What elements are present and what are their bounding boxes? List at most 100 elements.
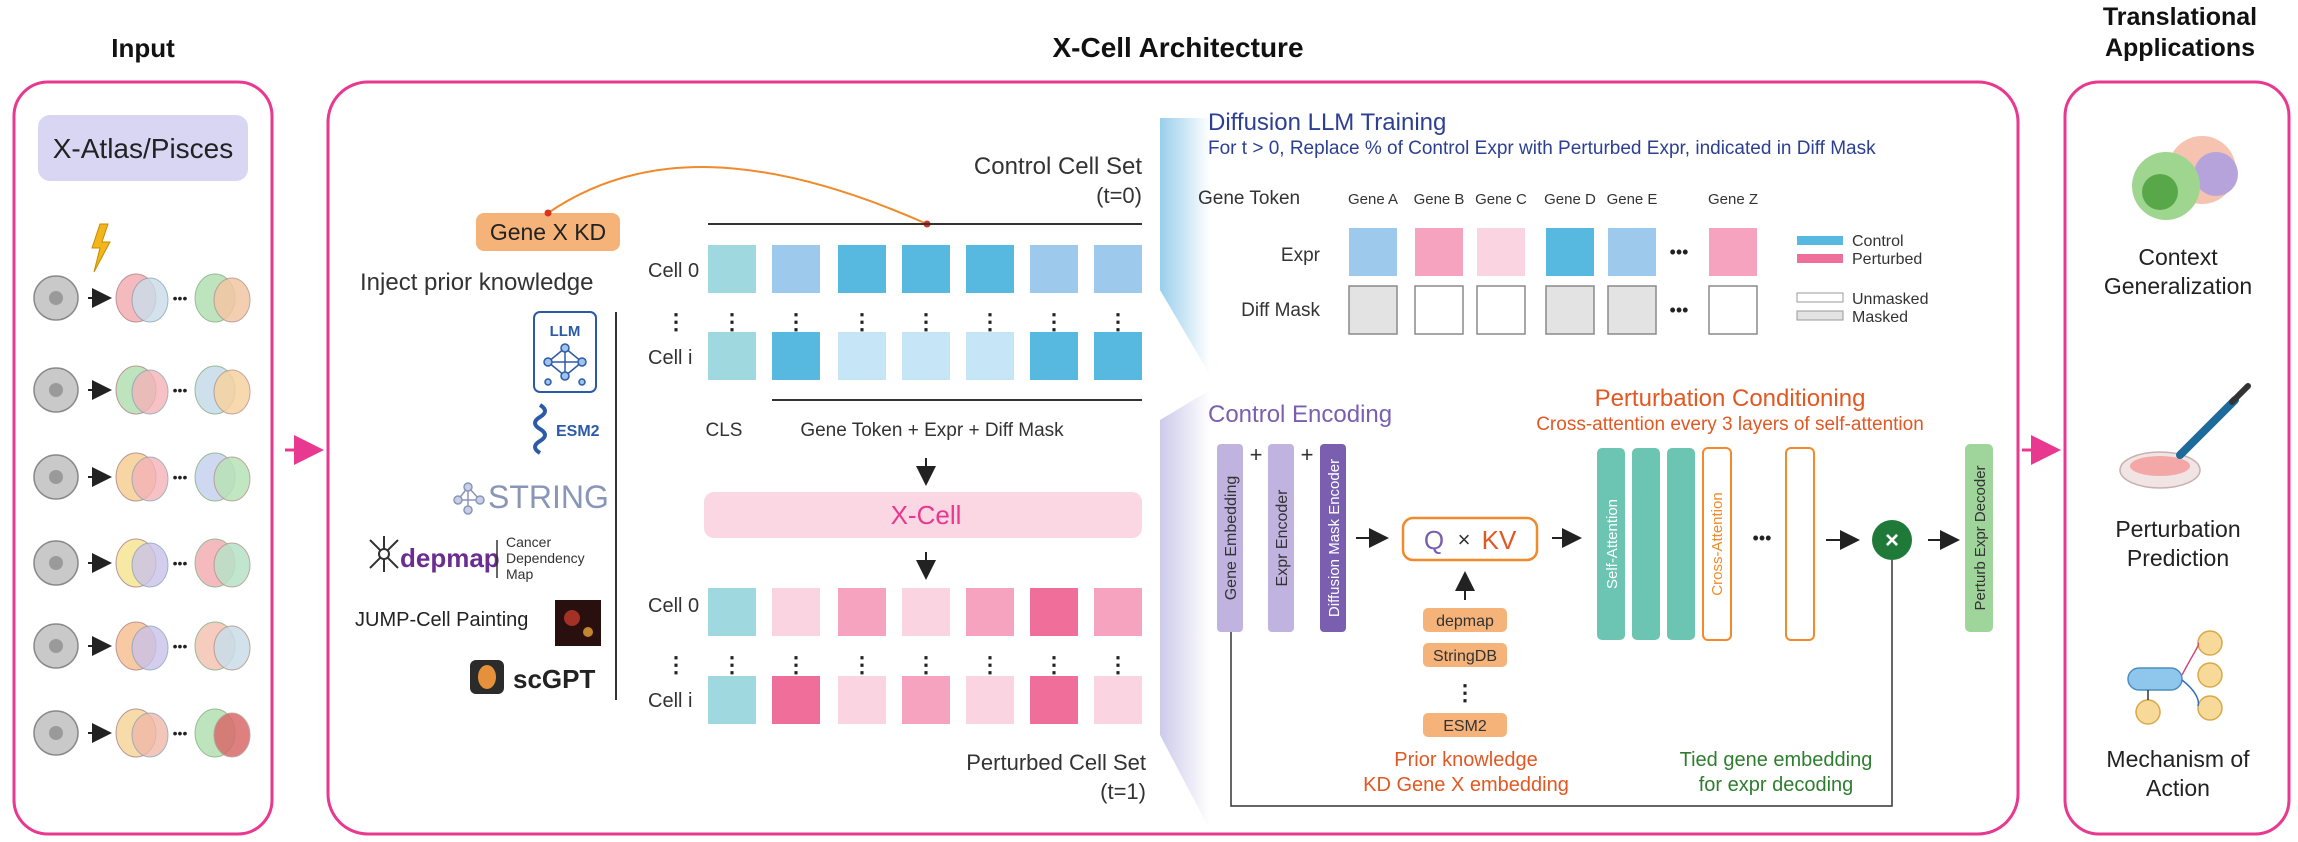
qkv-box bbox=[1401, 516, 1539, 562]
kd-link-start bbox=[544, 209, 552, 217]
perturbed-cell-shape bbox=[213, 542, 251, 588]
control-celli-square bbox=[966, 332, 1014, 380]
legend-masked: Masked bbox=[1852, 309, 1908, 326]
mask-square bbox=[1545, 285, 1595, 335]
depmap-label: depmap bbox=[400, 543, 500, 573]
gene-header: Gene E bbox=[1607, 191, 1658, 208]
expr-square bbox=[1349, 228, 1397, 276]
llm-box bbox=[533, 311, 597, 393]
diff-mask-label: Diff Mask bbox=[1241, 300, 1320, 321]
input-row-ellipsis: ••• bbox=[173, 725, 188, 741]
gene-header: Gene B bbox=[1414, 191, 1465, 208]
control-vdots: ⋮ bbox=[721, 309, 743, 334]
jump-image-spot-2 bbox=[583, 627, 593, 637]
funnel-top bbox=[1160, 118, 1210, 375]
control-vdots: ⋮ bbox=[1107, 309, 1129, 334]
esm2-label: ESM2 bbox=[556, 423, 600, 440]
control-cell0-square bbox=[966, 245, 1014, 293]
control-celli-label: Cell i bbox=[648, 347, 692, 369]
control-celli-square bbox=[838, 332, 886, 380]
input-row-ellipsis: ••• bbox=[173, 382, 188, 398]
perturbed-cell-shape bbox=[131, 456, 169, 502]
prior-depmap: depmap bbox=[1436, 613, 1494, 630]
diff-mask-encoder-block bbox=[1320, 444, 1346, 632]
mask-ellipsis: ••• bbox=[1670, 300, 1689, 320]
perturbed-cell0-square bbox=[838, 588, 886, 636]
perturbed-cell-shape bbox=[131, 542, 169, 588]
perturbed-cell-shape bbox=[131, 369, 169, 415]
gene-embedding-label: Gene Embedding bbox=[1223, 476, 1240, 601]
depmap-desc-2: Dependency bbox=[506, 550, 585, 566]
control-label-vdots: ⋮ bbox=[665, 309, 687, 334]
perturbed-vdots: ⋮ bbox=[1043, 652, 1065, 677]
jump-label: JUMP-Cell Painting bbox=[355, 609, 528, 631]
mask-square bbox=[1476, 285, 1526, 335]
arch-title: X-Cell Architecture bbox=[1052, 32, 1303, 63]
cross-attention-block bbox=[1702, 447, 1732, 641]
plus-2: + bbox=[1301, 442, 1314, 467]
app-1-label-2: Generalization bbox=[2104, 273, 2252, 299]
plus-1: + bbox=[1250, 442, 1263, 467]
prior-stringdb: StringDB bbox=[1433, 648, 1497, 665]
conditioning-subtitle: Cross-attention every 3 layers of self-a… bbox=[1536, 414, 1924, 435]
perturbed-t1: (t=1) bbox=[1100, 779, 1146, 804]
perturbed-cell-shape bbox=[213, 369, 251, 415]
depmap-desc-3: Map bbox=[506, 566, 533, 582]
perturbed-cell-shape bbox=[213, 456, 251, 502]
perturbed-vdots: ⋮ bbox=[851, 652, 873, 677]
gene-token-label: Gene Token bbox=[1198, 188, 1300, 209]
control-cell-nucleus bbox=[49, 291, 63, 305]
mask-square bbox=[1414, 285, 1464, 335]
control-cell0-square bbox=[772, 245, 820, 293]
scgpt-logo-inner bbox=[478, 665, 496, 689]
decoder-block bbox=[1965, 444, 1993, 632]
prior-depmap-box bbox=[1423, 608, 1507, 632]
expr-encoder-block bbox=[1268, 444, 1294, 632]
multiply-symbol: × bbox=[1885, 527, 1899, 554]
perturbed-celli-square bbox=[1094, 676, 1142, 724]
tied-label-2: for expr decoding bbox=[1699, 774, 1854, 796]
perturbed-celli-label: Cell i bbox=[648, 690, 692, 712]
perturbed-cell-shape bbox=[131, 712, 169, 758]
self-attention-block-2 bbox=[1632, 448, 1660, 640]
prior-label-1: Prior knowledge bbox=[1394, 749, 1537, 771]
qkv-times: × bbox=[1458, 527, 1471, 552]
legend-masked-swatch bbox=[1796, 310, 1844, 321]
control-cell0-label: Cell 0 bbox=[648, 260, 699, 282]
depmap-desc-1: Cancer bbox=[506, 534, 551, 550]
conditioning-ellipsis: ••• bbox=[1753, 528, 1772, 548]
lightning-icon bbox=[91, 223, 111, 273]
self-attention-label: Self-Attention bbox=[1604, 499, 1621, 589]
apps-title-1: Translational bbox=[2103, 3, 2257, 31]
perturbed-vdots: ⋮ bbox=[979, 652, 1001, 677]
kv-label: KV bbox=[1482, 525, 1517, 555]
perturbed-vdots: ⋮ bbox=[721, 652, 743, 677]
kd-link-curve bbox=[547, 166, 928, 225]
legend-control-swatch bbox=[1797, 236, 1843, 245]
control-cell0-square bbox=[1030, 245, 1078, 293]
expr-label: Expr bbox=[1281, 245, 1321, 266]
perturbed-cell-shape bbox=[131, 625, 169, 671]
control-vdots: ⋮ bbox=[915, 309, 937, 334]
q-label: Q bbox=[1424, 525, 1444, 555]
diffusion-subtitle: For t > 0, Replace % of Control Expr wit… bbox=[1208, 138, 1876, 159]
pipette-dish-icon bbox=[2119, 383, 2251, 489]
app-3-label-1: Mechanism of bbox=[2106, 746, 2250, 772]
expr-square bbox=[1415, 228, 1463, 276]
control-cell-nucleus bbox=[49, 470, 63, 484]
legend-perturbed: Perturbed bbox=[1852, 251, 1922, 268]
control-cell-nucleus bbox=[49, 639, 63, 653]
input-row-ellipsis: ••• bbox=[173, 469, 188, 485]
arch-panel bbox=[326, 80, 2020, 836]
input-row-ellipsis: ••• bbox=[173, 290, 188, 306]
expr-square bbox=[1608, 228, 1656, 276]
legend-unmasked: Unmasked bbox=[1852, 291, 1928, 308]
control-cell0-square bbox=[838, 245, 886, 293]
control-t0: (t=0) bbox=[1096, 183, 1142, 208]
multiply-node bbox=[1872, 520, 1912, 560]
tied-embedding-line bbox=[1230, 560, 1893, 807]
perturbed-cell0-square bbox=[966, 588, 1014, 636]
tied-label-1: Tied gene embedding bbox=[1680, 749, 1873, 771]
control-cell-grid: ⋮⋮⋮⋮⋮⋮⋮⋮ bbox=[665, 245, 1142, 380]
gene-kd-badge bbox=[476, 213, 620, 251]
